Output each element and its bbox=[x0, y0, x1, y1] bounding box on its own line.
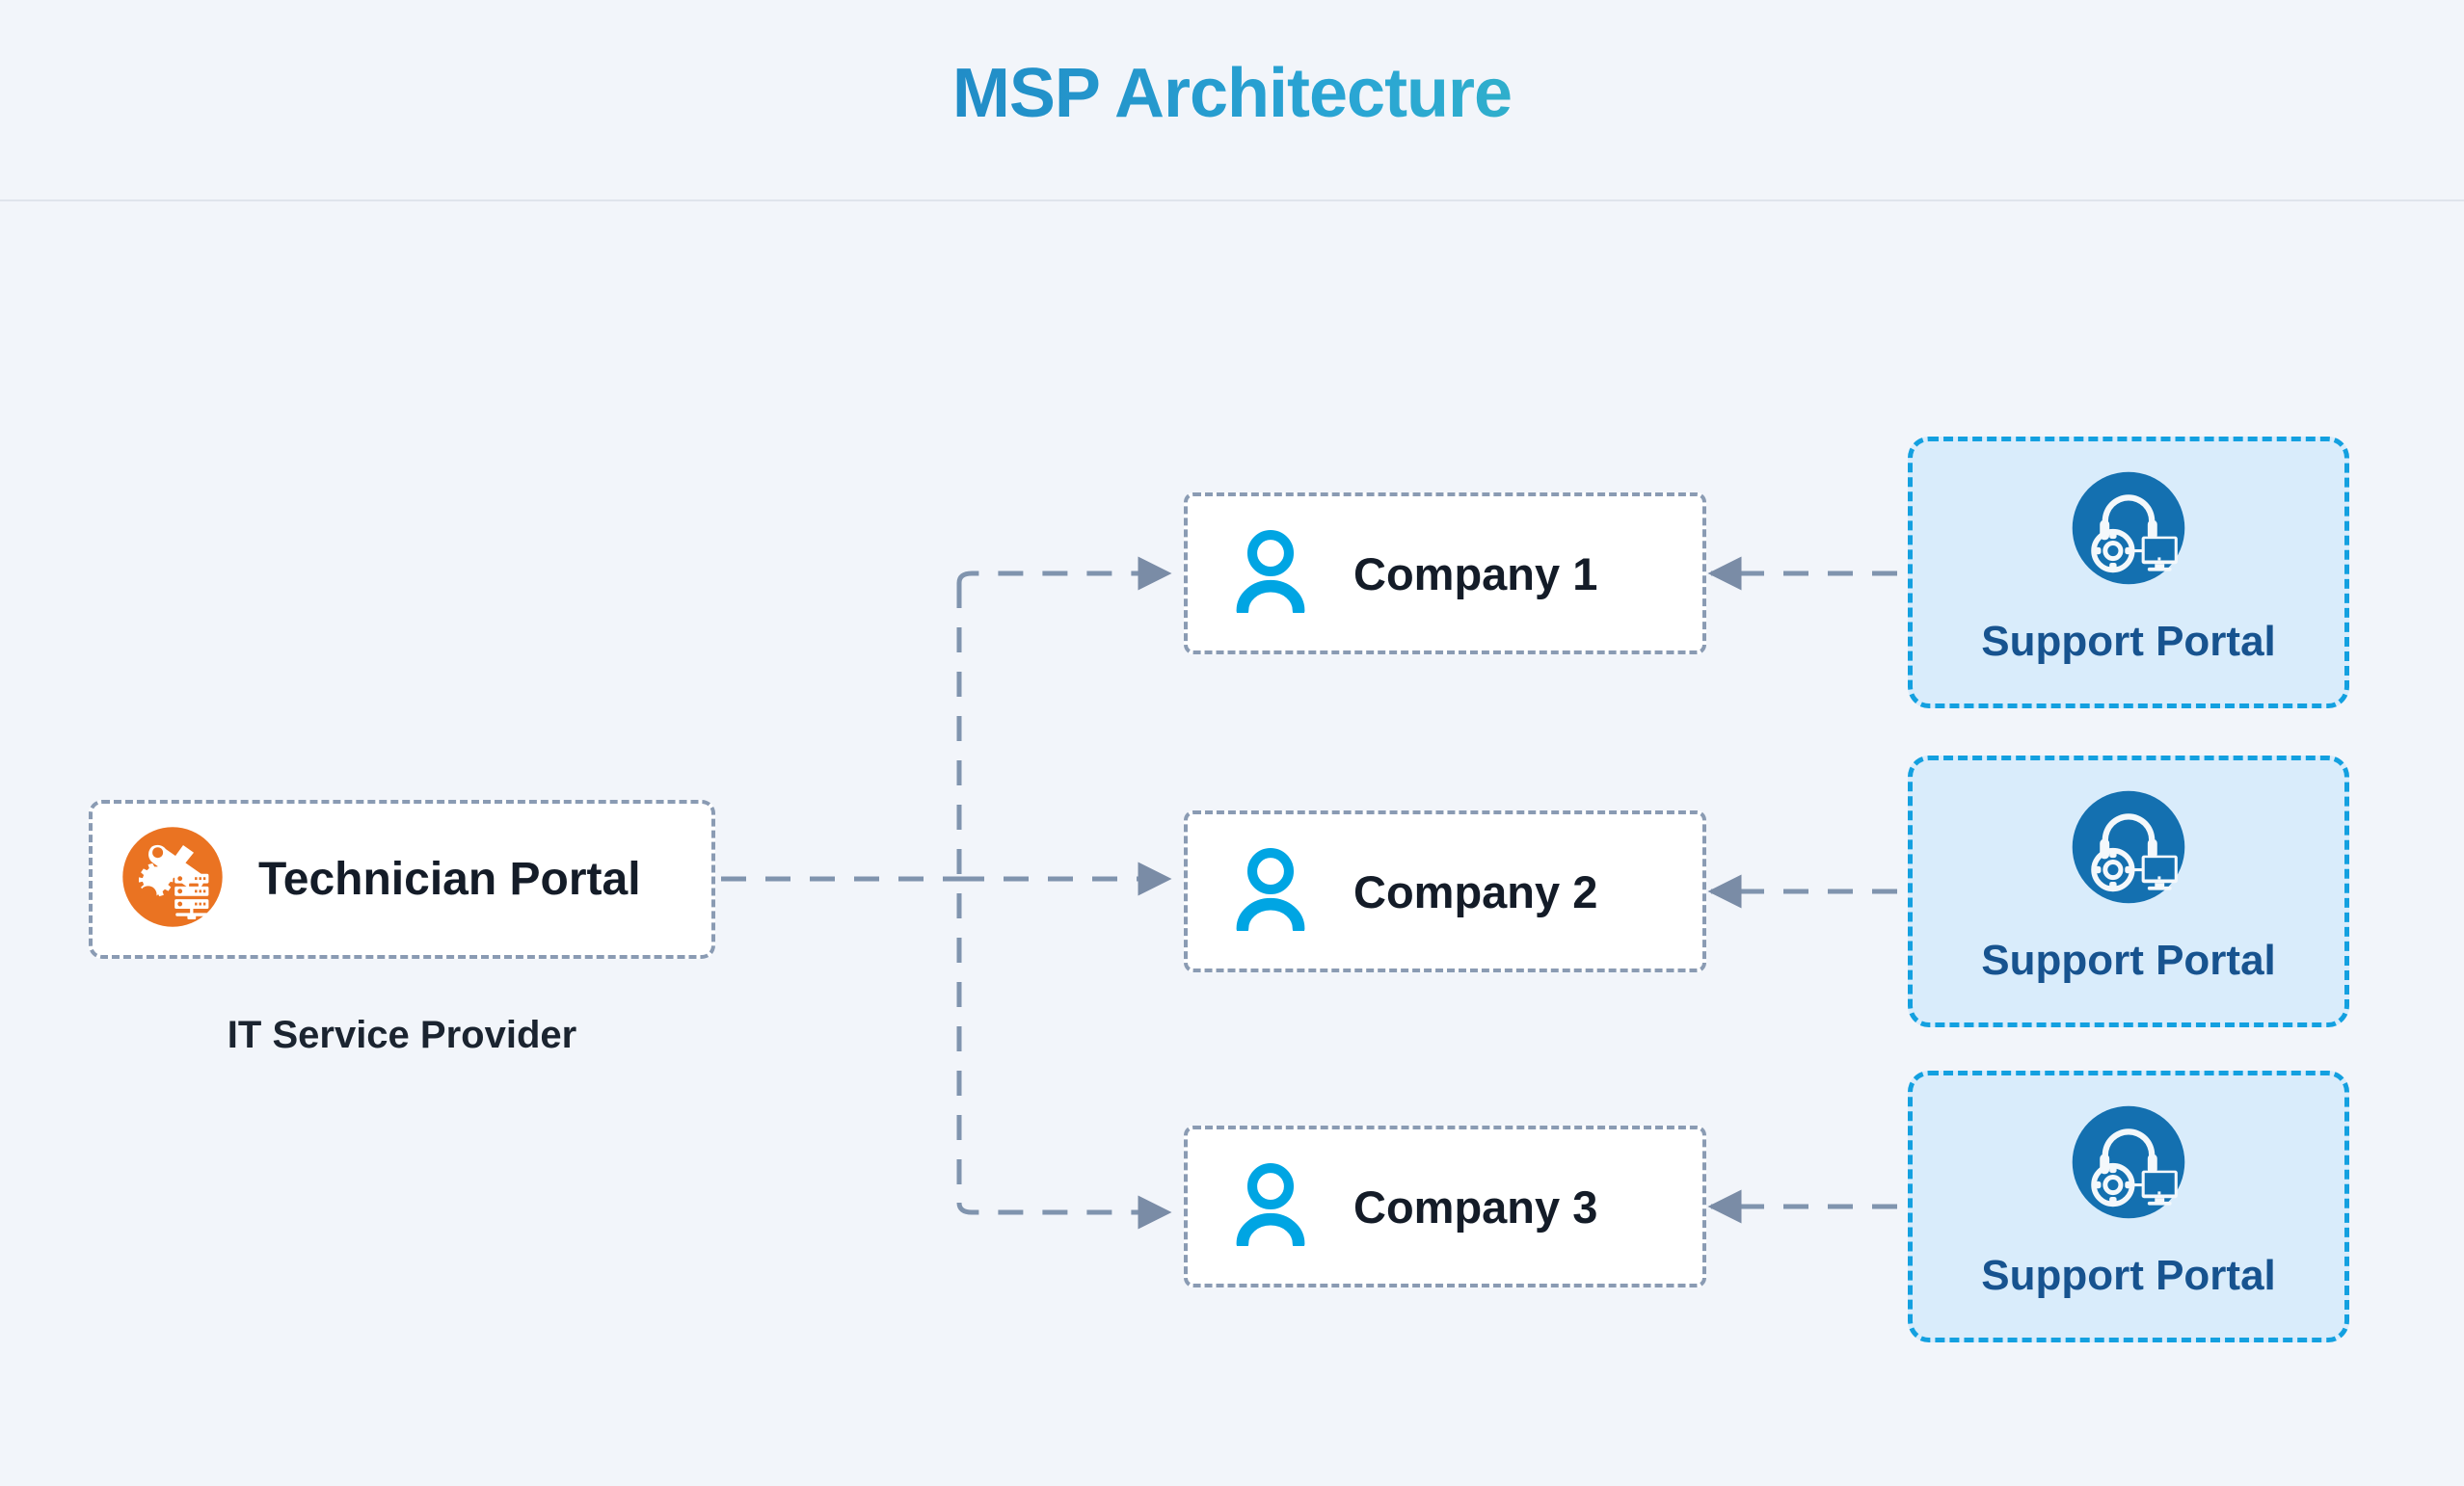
support-portal-node-3[interactable]: Support Portal bbox=[1908, 1071, 2349, 1342]
company-label-3: Company 3 bbox=[1353, 1181, 1598, 1233]
company-node-2[interactable]: Company 2 bbox=[1184, 810, 1706, 972]
support-portal-label-2: Support Portal bbox=[1981, 937, 2276, 984]
page-title: MSP Architecture bbox=[0, 54, 2464, 133]
edge-provider-to-company-1 bbox=[956, 556, 1172, 591]
support-portal-node-1[interactable]: Support Portal bbox=[1908, 437, 2349, 708]
headset-lifering-monitor-icon bbox=[2069, 1102, 2188, 1227]
technician-portal-node[interactable]: Technician Portal bbox=[89, 800, 715, 959]
company-label-2: Company 2 bbox=[1353, 865, 1598, 917]
company-label-1: Company 1 bbox=[1353, 547, 1598, 599]
edge-provider-to-company-3 bbox=[956, 1195, 1172, 1230]
page-header: MSP Architecture bbox=[0, 0, 2464, 201]
technician-tools-server-icon bbox=[120, 824, 226, 935]
headset-lifering-monitor-icon bbox=[2069, 787, 2188, 912]
headset-lifering-monitor-icon bbox=[2069, 468, 2188, 593]
user-icon bbox=[1234, 529, 1307, 618]
support-portal-node-2[interactable]: Support Portal bbox=[1908, 756, 2349, 1027]
technician-portal-label: Technician Portal bbox=[258, 854, 641, 905]
company-node-3[interactable]: Company 3 bbox=[1184, 1126, 1706, 1287]
support-portal-label-3: Support Portal bbox=[1981, 1252, 2276, 1299]
it-service-provider-caption: IT Service Provider bbox=[227, 1014, 577, 1056]
user-icon bbox=[1234, 847, 1307, 936]
support-portal-label-1: Support Portal bbox=[1981, 618, 2276, 665]
company-node-1[interactable]: Company 1 bbox=[1184, 492, 1706, 654]
user-icon bbox=[1234, 1162, 1307, 1251]
